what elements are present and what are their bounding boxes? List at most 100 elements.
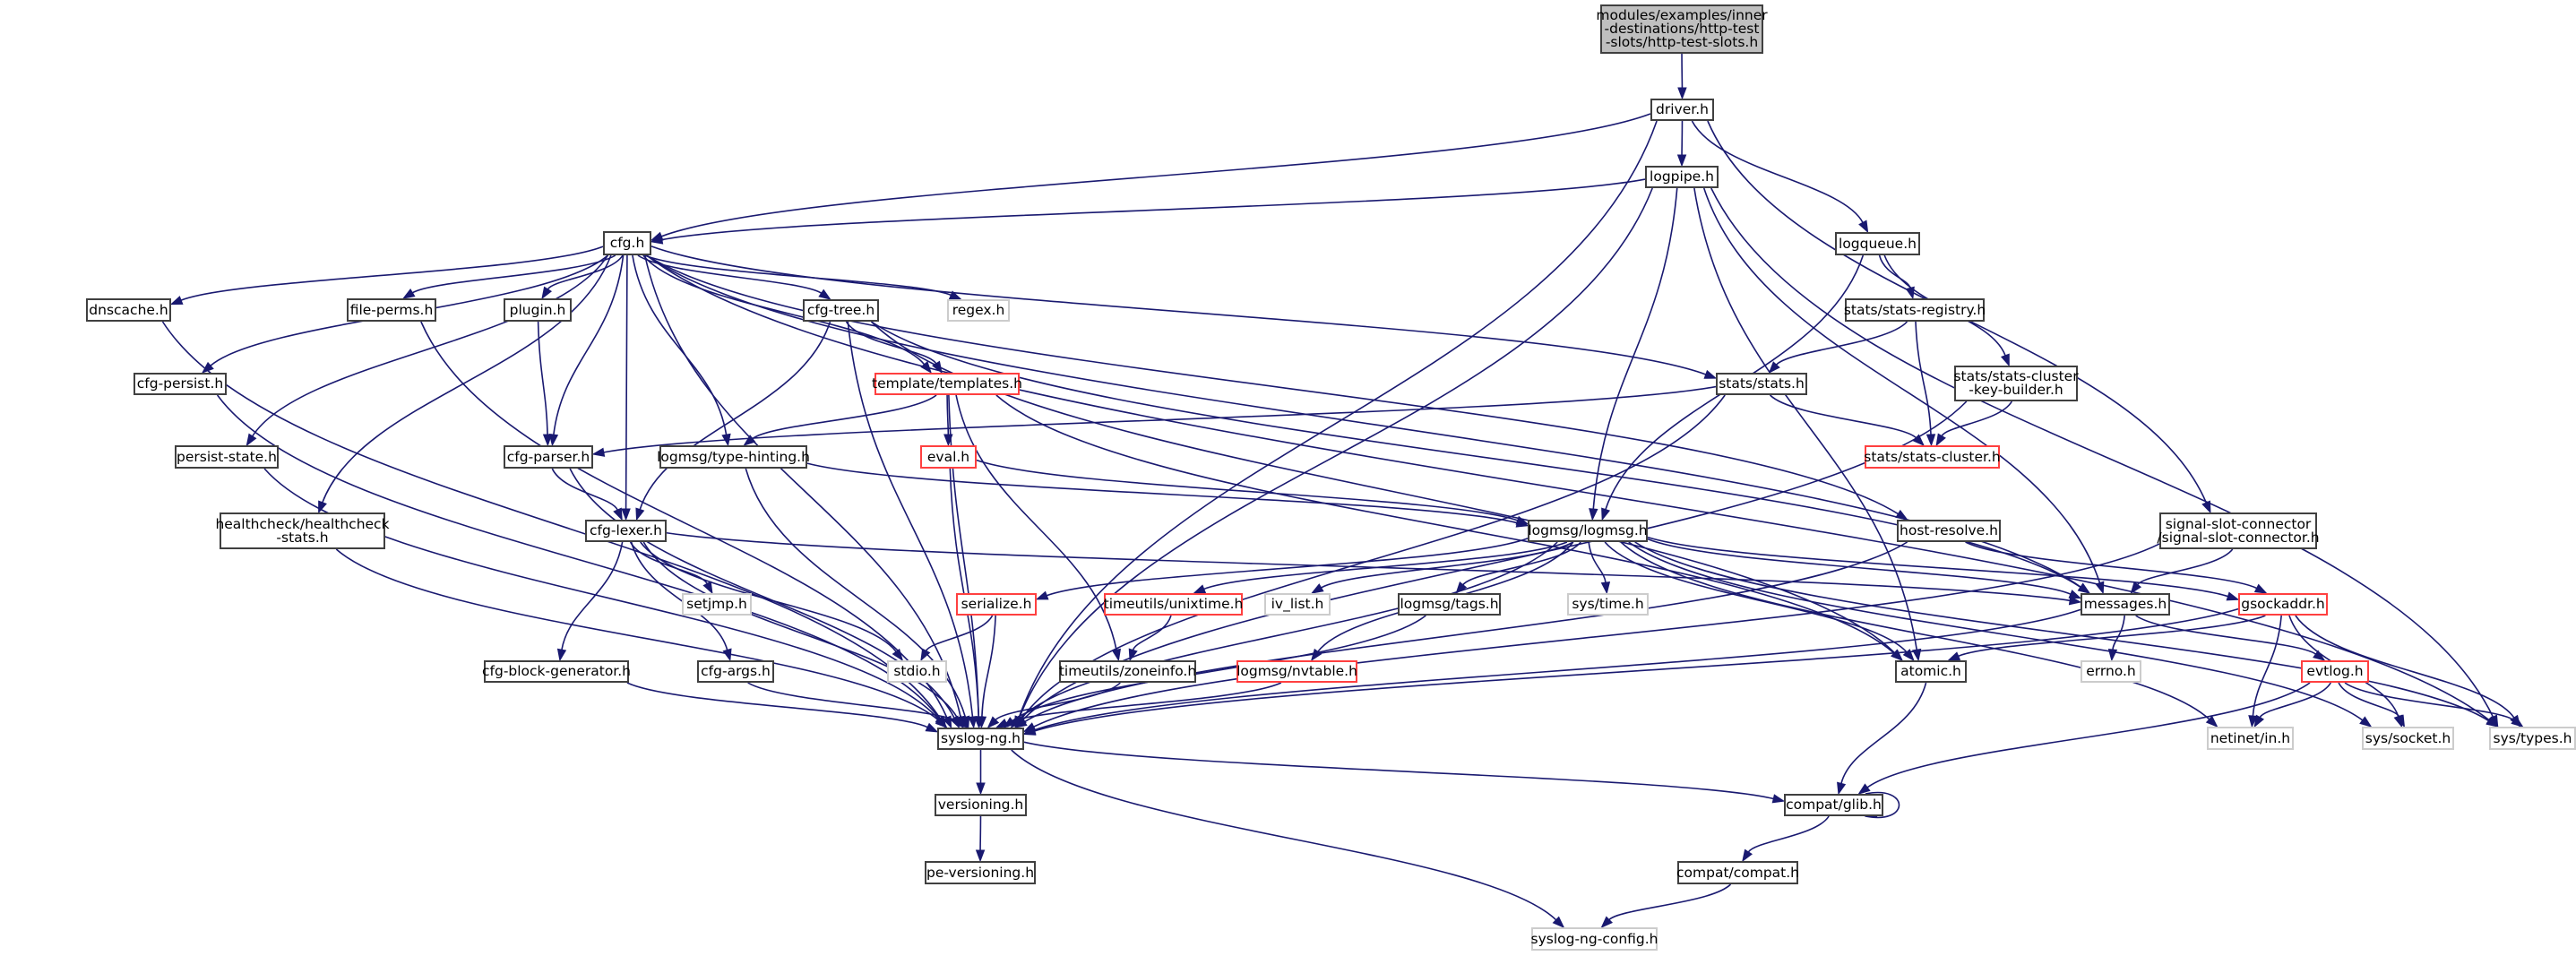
- node-evtlog[interactable]: evtlog.h: [2301, 660, 2369, 683]
- node-unixtime[interactable]: timeutils/unixtime.h: [1104, 593, 1243, 616]
- arrowhead-icon: [976, 782, 986, 796]
- edge-line: [603, 385, 1717, 453]
- edge-line: [642, 541, 959, 719]
- arrowhead-icon: [2068, 596, 2082, 606]
- arrowhead-icon: [977, 716, 987, 729]
- node-systime[interactable]: sys/time.h: [1567, 593, 1649, 616]
- node-zoneinfo[interactable]: timeutils/zoneinfo.h: [1059, 660, 1196, 683]
- node-cfgparser[interactable]: cfg-parser.h: [504, 445, 593, 469]
- edge-line: [637, 254, 823, 294]
- node-dnscache[interactable]: dnscache.h: [86, 298, 171, 322]
- node-hostresolve[interactable]: host-resolve.h: [1897, 520, 2001, 542]
- arrowhead-icon: [541, 286, 553, 300]
- node-eval[interactable]: eval.h: [920, 445, 977, 469]
- node-setjmp[interactable]: setjmp.h: [682, 593, 752, 616]
- node-stdio[interactable]: stdio.h: [887, 660, 947, 683]
- edge-line: [946, 394, 950, 435]
- edge-versioning-to-peversioning: [975, 815, 986, 863]
- edge-logmsg-to-serialize: [1035, 538, 1529, 600]
- node-healthcheck[interactable]: healthcheck/healthcheck -stats.h: [215, 512, 390, 549]
- node-nvtable[interactable]: logmsg/nvtable.h: [1236, 660, 1357, 683]
- arrowhead-icon: [1552, 916, 1565, 928]
- node-cfgpersist[interactable]: cfg-persist.h: [134, 373, 227, 395]
- arrowhead-icon: [975, 849, 986, 863]
- node-templates[interactable]: template/templates.h: [872, 373, 1022, 395]
- edge-line: [1588, 541, 1607, 583]
- node-typehinting[interactable]: logmsg/type-hinting.h: [657, 445, 810, 469]
- node-persiststate[interactable]: persist-state.h: [175, 445, 279, 469]
- edge-line: [642, 254, 926, 366]
- node-syslogng[interactable]: syslog-ng.h: [937, 728, 1024, 750]
- edge-evtlog-to-syssocket: [2338, 682, 2406, 728]
- edge-hostresolve-to-syslogng: [1014, 541, 1908, 728]
- node-atomic[interactable]: atomic.h: [1895, 660, 1967, 683]
- node-errno[interactable]: errno.h: [2081, 660, 2141, 683]
- edge-line: [981, 615, 996, 718]
- edge-line: [1769, 394, 1917, 439]
- arrowhead-icon: [2511, 716, 2524, 728]
- arrowhead-icon: [621, 508, 631, 521]
- edge-cfg-to-cfgparser: [548, 254, 625, 447]
- edge-line: [1647, 536, 2228, 598]
- node-logmsg[interactable]: logmsg/logmsg.h: [1528, 520, 1648, 542]
- edge-logmsg-to-gsockaddr: [1647, 536, 2240, 601]
- node-keybuilder[interactable]: stats/stats-cluster -key-builder.h: [1953, 366, 2079, 401]
- node-cfglexer[interactable]: cfg-lexer.h: [585, 520, 667, 542]
- edge-logmsg-to-messages: [1647, 538, 2082, 599]
- node-versioning[interactable]: versioning.h: [935, 794, 1027, 816]
- arrowhead-icon: [2248, 715, 2258, 728]
- arrowhead-icon: [1947, 651, 1961, 661]
- node-fileperms[interactable]: file-perms.h: [347, 298, 436, 322]
- arrowhead-icon: [1310, 583, 1324, 594]
- arrowhead-icon: [1858, 220, 1869, 234]
- arrowhead-icon: [1857, 783, 1871, 795]
- node-peversioning[interactable]: pe-versioning.h: [925, 861, 1036, 884]
- arrowhead-icon: [548, 433, 559, 447]
- node-syssocket[interactable]: sys/socket.h: [2362, 727, 2454, 750]
- edge-evtlog-to-systypes: [2344, 682, 2524, 728]
- node-cfgtree[interactable]: cfg-tree.h: [803, 299, 879, 322]
- edge-syslogng-to-glib: [1023, 741, 1786, 804]
- node-plugin[interactable]: plugin.h: [504, 298, 572, 322]
- node-cfgargs[interactable]: cfg-args.h: [697, 660, 774, 683]
- node-config[interactable]: syslog-ng-config.h: [1531, 927, 1658, 951]
- edge-line: [1710, 187, 2494, 718]
- node-stats[interactable]: stats/stats.h: [1716, 373, 1807, 395]
- node-cfg[interactable]: cfg.h: [603, 231, 651, 255]
- node-messages[interactable]: messages.h: [2081, 593, 2170, 616]
- edge-line: [643, 254, 961, 718]
- edge-line: [553, 254, 625, 435]
- node-root: modules/examples/inner -destinations/htt…: [1596, 4, 1768, 54]
- node-statscluster[interactable]: stats/stats-cluster.h: [1864, 445, 2001, 469]
- edge-line: [1321, 541, 1574, 589]
- node-glib[interactable]: compat/glib.h: [1784, 794, 1883, 816]
- node-compat[interactable]: compat/compat.h: [1676, 861, 1799, 884]
- node-serialize[interactable]: serialize.h: [956, 593, 1037, 616]
- edge-persiststate-to-syslogng: [263, 468, 947, 729]
- node-signalslot[interactable]: signal-slot-connector /signal-slot-conne…: [2157, 512, 2320, 549]
- edge-templates-to-typehinting: [743, 394, 937, 446]
- node-driver[interactable]: driver.h: [1650, 99, 1714, 121]
- edge-line: [847, 321, 974, 718]
- edge-line: [1608, 883, 1732, 921]
- node-blockgen[interactable]: cfg-block-generator.h: [482, 660, 631, 683]
- node-gsockaddr[interactable]: gsockaddr.h: [2238, 593, 2328, 616]
- node-netinet[interactable]: netinet/in.h: [2207, 727, 2294, 750]
- node-ivlist[interactable]: iv_list.h: [1264, 593, 1331, 616]
- edge-gsockaddr-to-syslogng: [1022, 607, 2239, 736]
- edge-line: [252, 254, 609, 437]
- edge-line: [1011, 749, 1557, 921]
- arrowhead-icon: [1742, 848, 1753, 863]
- node-statsregistry[interactable]: stats/stats-registry.h: [1844, 298, 1986, 322]
- edge-stats-to-statscluster: [1769, 394, 1925, 446]
- node-regex[interactable]: regex.h: [947, 299, 1010, 322]
- node-logpipe[interactable]: logpipe.h: [1645, 166, 1719, 188]
- arrowhead-icon: [1600, 916, 1614, 929]
- edge-cfg-to-healthcheck: [318, 254, 612, 514]
- arrowhead-icon: [2077, 582, 2091, 594]
- arrowhead-icon: [995, 718, 1009, 728]
- edge-cfglexer-to-stdio: [640, 541, 904, 662]
- node-systypes[interactable]: sys/types.h: [2489, 727, 2576, 750]
- node-tags[interactable]: logmsg/tags.h: [1398, 593, 1501, 616]
- node-logqueue[interactable]: logqueue.h: [1835, 232, 1920, 255]
